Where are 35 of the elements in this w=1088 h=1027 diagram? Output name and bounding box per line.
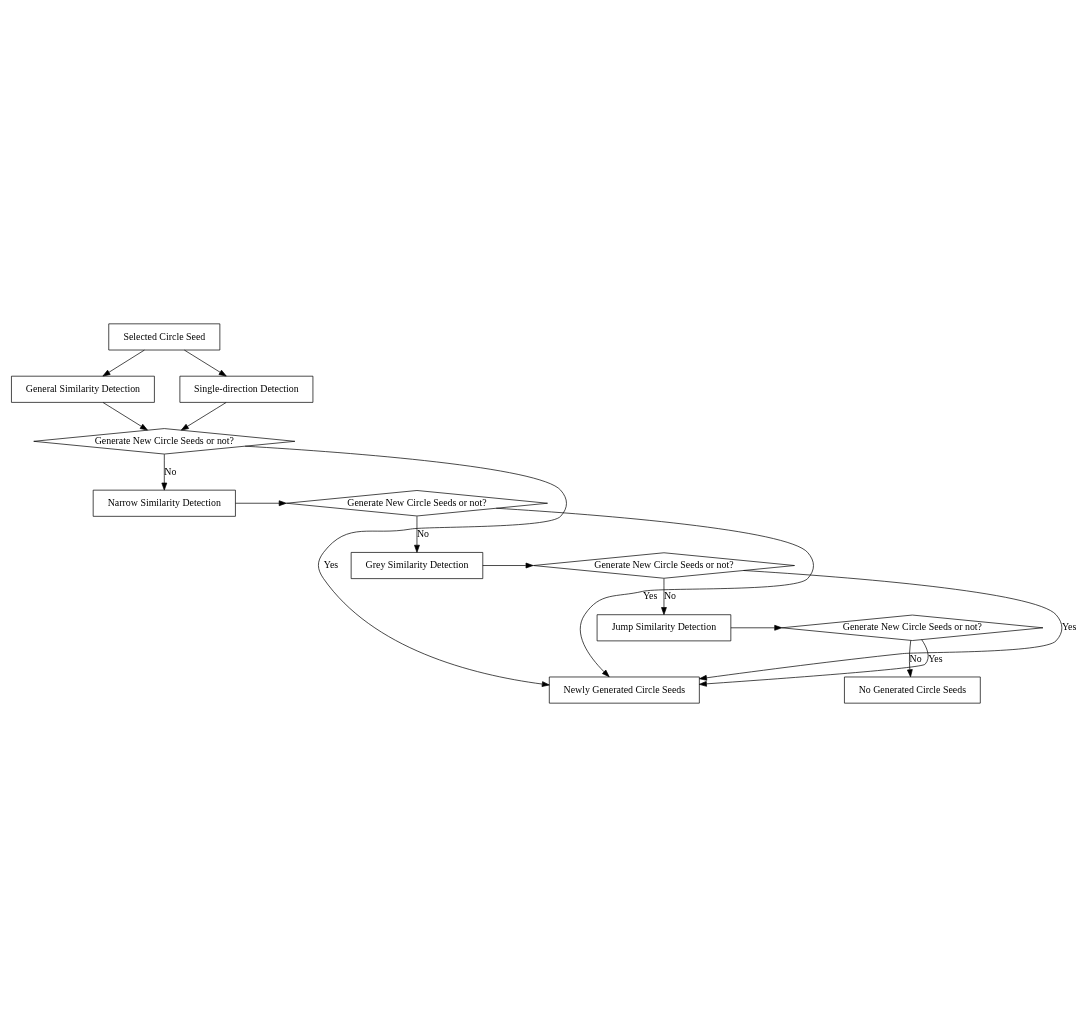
arrow xyxy=(661,578,667,615)
node-diamond: Generate New Circle Seeds or not? xyxy=(33,428,296,455)
edge-label: No xyxy=(663,590,677,602)
edge-label: Yes xyxy=(1061,621,1077,633)
arrow xyxy=(699,639,929,687)
node-box: Jump Similarity Detection xyxy=(596,614,732,642)
edge-label: No xyxy=(416,528,430,539)
arrow xyxy=(102,349,145,377)
edge-label: Yes xyxy=(642,590,658,602)
arrow xyxy=(161,453,168,491)
node-diamond: Generate New Circle Seeds or not? xyxy=(781,614,1044,641)
arrow xyxy=(184,349,227,377)
arrow xyxy=(180,402,227,431)
arrow xyxy=(482,562,534,569)
edge-label: No xyxy=(909,652,922,664)
arrow xyxy=(235,500,287,507)
arrow xyxy=(495,507,814,678)
arrow xyxy=(699,570,1063,681)
node-box: Grey Similarity Detection xyxy=(350,552,484,579)
arrow xyxy=(730,624,783,631)
node-box: Newly Generated Circle Seeds xyxy=(548,676,700,704)
node-box: Narrow Similarity Detection xyxy=(92,489,236,517)
edge-label: Yes xyxy=(928,652,943,664)
arrow xyxy=(907,640,913,678)
node-box: Single-direction Detection xyxy=(179,375,314,403)
node-box: No Generated Circle Seeds xyxy=(844,676,981,704)
node-box: General Similarity Detection xyxy=(11,375,155,403)
arrow xyxy=(414,515,420,553)
node-box: Selected Circle Seed xyxy=(108,323,221,351)
edge-label: No xyxy=(164,465,177,477)
node-diamond: Generate New Circle Seeds or not? xyxy=(286,490,548,517)
arrow xyxy=(244,445,567,687)
node-diamond: Generate New Circle Seeds or not? xyxy=(533,552,795,579)
arrow xyxy=(102,402,148,431)
edge-label: Yes xyxy=(323,559,339,571)
